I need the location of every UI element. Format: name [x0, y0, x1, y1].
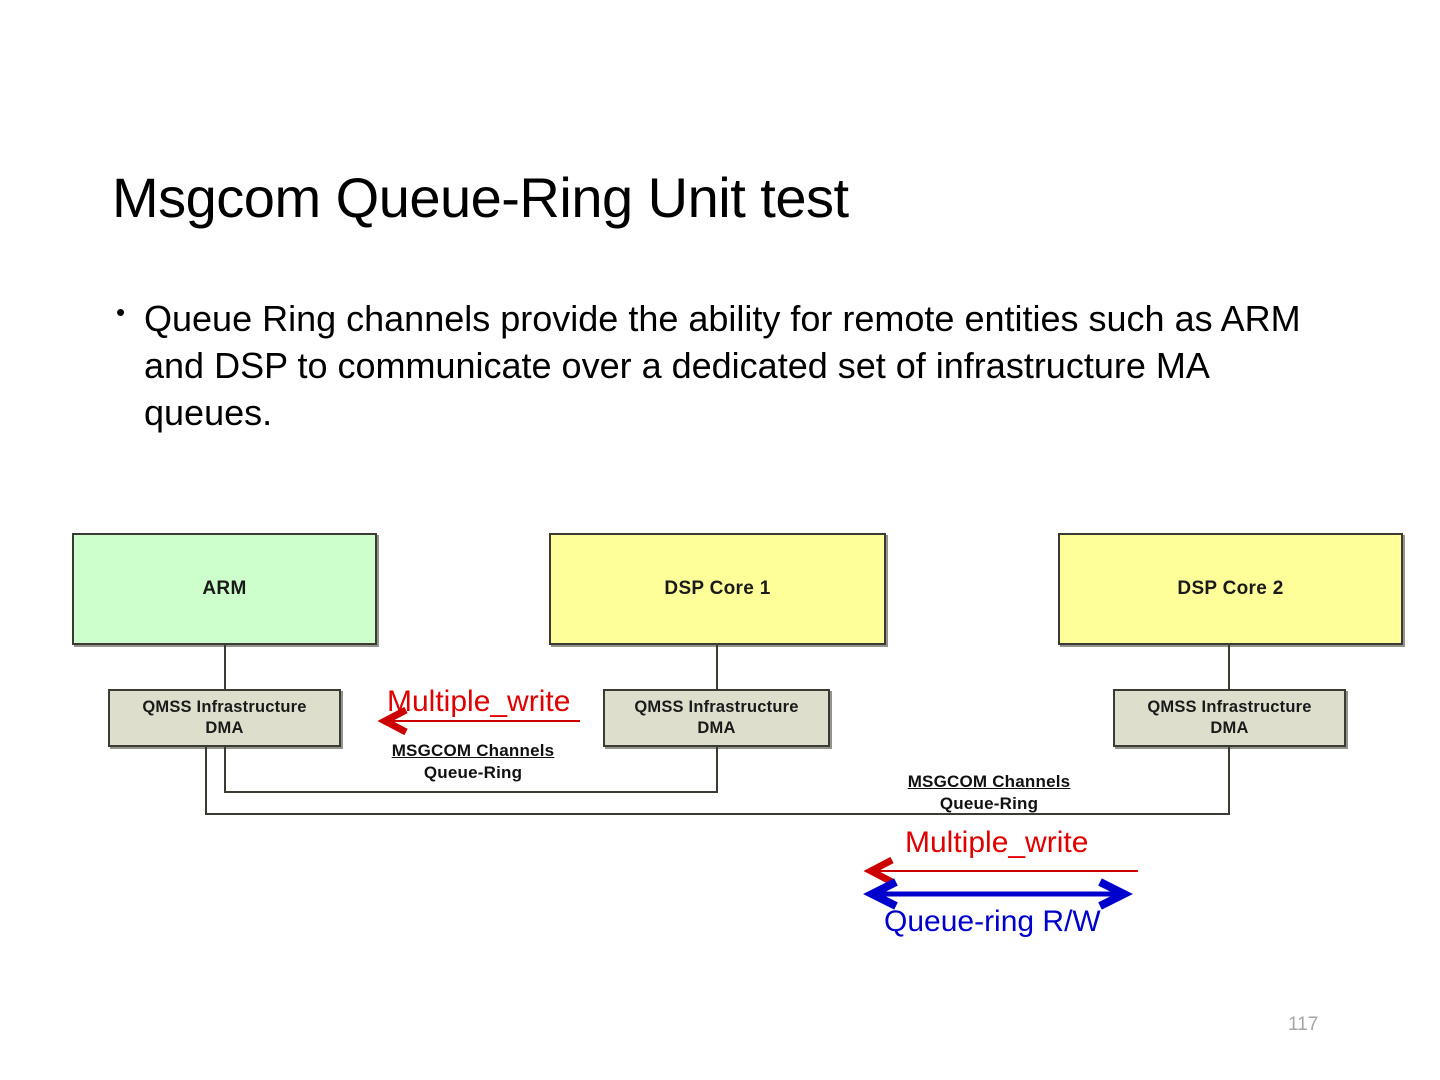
- unit-box-arm[interactable]: ARM: [72, 533, 377, 645]
- channel1-right-leg: [716, 747, 718, 793]
- qmss-box-arm-line1: QMSS Infrastructure: [142, 697, 307, 716]
- qmss-box-dsp-core-2-line1: QMSS Infrastructure: [1147, 697, 1312, 716]
- qmss-box-dsp-core-1-line1: QMSS Infrastructure: [634, 697, 799, 716]
- qmss-box-arm[interactable]: QMSS Infrastructure DMA: [108, 689, 341, 747]
- qmss-box-dsp-core-1-line2: DMA: [697, 719, 736, 737]
- connector-dsp2-to-qmss: [1228, 645, 1230, 691]
- unit-box-dsp-core-1[interactable]: DSP Core 1: [549, 533, 886, 645]
- connector-dsp1-to-qmss: [716, 645, 718, 691]
- page-number: 117: [1288, 1014, 1319, 1035]
- channel-caption-left-line2: Queue-Ring: [423, 763, 523, 783]
- channel2-left-leg: [205, 747, 207, 815]
- unit-box-dsp-core-2[interactable]: DSP Core 2: [1058, 533, 1403, 645]
- unit-box-dsp-core-2-label: DSP Core 2: [1177, 578, 1284, 599]
- channel1-bottom-rail: [224, 791, 718, 793]
- qmss-box-arm-line2: DMA: [205, 719, 244, 737]
- qmss-box-dsp-core-2-line2: DMA: [1210, 719, 1249, 737]
- body-bullet-list: Queue Ring channels provide the ability …: [112, 294, 1327, 436]
- channel-caption-left: MSGCOM Channels Queue-Ring: [373, 740, 573, 784]
- channel-caption-right-line1: MSGCOM Channels: [907, 772, 1071, 791]
- multiple-write-left-arrow-icon: [377, 706, 580, 736]
- qmss-box-dsp-core-1[interactable]: QMSS Infrastructure DMA: [603, 689, 830, 747]
- annotation-queue-ring-rw-label: Queue-ring R/W: [884, 905, 1101, 938]
- channel2-bottom-rail: [205, 813, 1230, 815]
- channel-caption-left-line1: MSGCOM Channels: [391, 741, 555, 760]
- channel-caption-right: MSGCOM Channels Queue-Ring: [889, 771, 1089, 815]
- annotation-multiple-write-left-label: Multiple_write: [387, 685, 571, 718]
- queue-ring-rw-arrow-icon: [863, 878, 1133, 910]
- page-title: Msgcom Queue-Ring Unit test: [112, 165, 849, 229]
- unit-box-arm-label: ARM: [202, 578, 247, 599]
- channel-caption-right-line2: Queue-Ring: [939, 794, 1039, 814]
- multiple-write-right-arrow-icon: [863, 856, 1138, 886]
- annotation-multiple-write-right-label: Multiple_write: [905, 826, 1089, 859]
- connector-arm-to-qmss: [224, 645, 226, 691]
- channel1-left-leg: [224, 747, 226, 793]
- qmss-box-dsp-core-2[interactable]: QMSS Infrastructure DMA: [1113, 689, 1346, 747]
- bullet-item: Queue Ring channels provide the ability …: [112, 294, 1327, 436]
- channel2-right-leg: [1228, 747, 1230, 815]
- unit-box-dsp-core-1-label: DSP Core 1: [664, 578, 771, 599]
